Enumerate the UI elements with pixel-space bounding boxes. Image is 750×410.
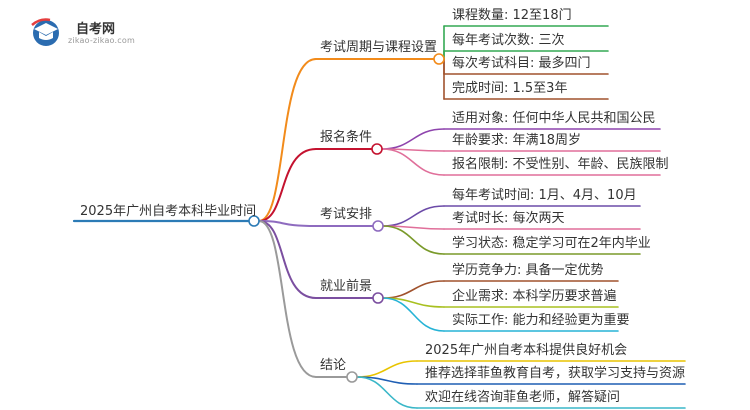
mindmap-nodes (248, 53, 445, 383)
leaf-edge (356, 360, 418, 378)
leaf-label[interactable]: 欢迎在线咨询菲鱼老师，解答疑问 (425, 390, 621, 405)
branch-edge (258, 148, 317, 222)
leaf-label[interactable]: 考试时长: 每次两天 (452, 211, 565, 226)
site-logo[interactable]: 自考网 zikao-zikao.com (30, 14, 140, 50)
branch-label-schedule[interactable]: 考试周期与课程设置 (320, 40, 438, 55)
leaf-label[interactable]: 企业需求: 本科学历要求普遍 (452, 289, 617, 304)
leaf-label[interactable]: 适用对象: 任何中华人民共和国公民 (452, 111, 656, 126)
leaf-label[interactable]: 2025年广州自考本科提供良好机会 (425, 343, 628, 358)
leaf-label[interactable]: 完成时间: 1.5至3年 (452, 81, 568, 96)
leaf-edge (382, 225, 445, 255)
branch-edge (258, 220, 317, 299)
branch-label-conclusion[interactable]: 结论 (320, 358, 347, 373)
leaf-edge (381, 148, 445, 176)
leaf-edge (382, 280, 445, 299)
leaf-label[interactable]: 推荐选择菲鱼教育自考，获取学习支持与资源 (425, 366, 686, 381)
root-label[interactable]: 2025年广州自考本科毕业时间 (80, 204, 257, 219)
logo-domain: zikao-zikao.com (68, 36, 135, 45)
branch-edge (258, 220, 317, 227)
leaf-label[interactable]: 实际工作: 能力和经验更为重要 (452, 313, 630, 328)
branch-node[interactable] (433, 53, 445, 65)
mindmap-edges (72, 25, 686, 409)
leaf-label[interactable]: 学历竞争力: 具备一定优势 (452, 263, 604, 278)
branch-label-career[interactable]: 就业前景 (320, 279, 373, 294)
leaf-label[interactable]: 学习状态: 稳定学习可在2年内毕业 (452, 236, 651, 251)
branch-node[interactable] (372, 292, 384, 304)
leaf-label[interactable]: 课程数量: 12至18门 (452, 8, 572, 23)
branch-edge (258, 58, 317, 222)
leaf-label[interactable]: 报名限制: 不受性别、年龄、民族限制 (452, 157, 669, 172)
logo-name: 自考网 (76, 22, 116, 37)
branch-edge (258, 220, 317, 378)
leaf-label[interactable]: 每年考试次数: 三次 (452, 33, 565, 48)
root-node[interactable] (248, 215, 260, 227)
branch-label-requirements[interactable]: 报名条件 (320, 130, 373, 145)
graduation-cap-icon (31, 18, 59, 46)
branch-label-exam-arrangement[interactable]: 考试安排 (320, 207, 373, 222)
leaf-edge (382, 297, 445, 332)
leaf-label[interactable]: 年龄要求: 年满18周岁 (452, 133, 582, 148)
leaf-label[interactable]: 每年考试时间: 1月、4月、10月 (452, 188, 637, 203)
leaf-edge (356, 376, 418, 409)
leaf-edge (382, 205, 445, 227)
branch-node[interactable] (372, 220, 384, 232)
leaf-edge (381, 128, 445, 150)
leaf-label[interactable]: 每次考试科目: 最多四门 (452, 56, 591, 71)
branch-node[interactable] (371, 143, 383, 155)
branch-node[interactable] (346, 371, 358, 383)
